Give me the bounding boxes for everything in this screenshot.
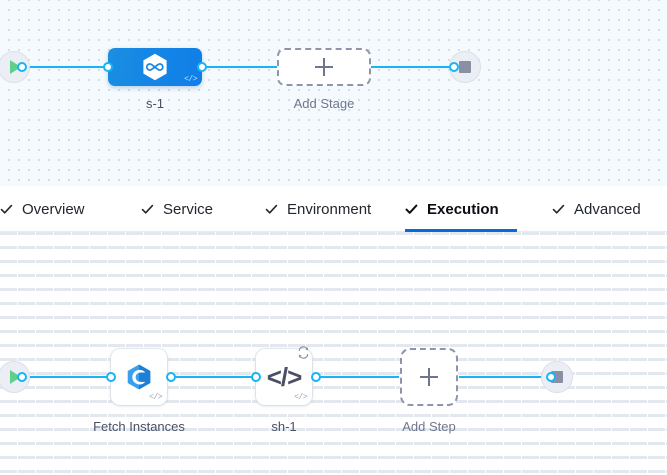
play-icon (10, 370, 21, 384)
tab-underline (405, 229, 517, 232)
tab-environment[interactable]: Environment (265, 186, 371, 232)
tab-environment-label: Environment (287, 200, 372, 218)
port-exec-end-in[interactable] (546, 372, 556, 382)
play-icon (10, 60, 21, 74)
wire-add-step-to-end (459, 376, 551, 378)
plus-icon (315, 58, 333, 76)
check-icon (552, 203, 565, 216)
hexagon-swirl-icon (126, 364, 152, 391)
code-brackets-icon: </> (266, 362, 303, 392)
plus-icon (420, 368, 438, 386)
add-step-button[interactable] (400, 348, 458, 406)
tab-advanced-label: Advanced (574, 200, 641, 218)
port-sh1-out[interactable] (311, 372, 321, 382)
port-fetch-in[interactable] (106, 372, 116, 382)
step-node-label-sh-1: sh-1 (271, 419, 297, 434)
stage-node-s-1[interactable]: </> (108, 48, 202, 86)
tab-execution-label: Execution (427, 200, 499, 218)
stop-square-icon (459, 61, 471, 73)
port-s1-in[interactable] (103, 62, 113, 72)
add-stage-button[interactable] (277, 48, 371, 86)
loop-arrows-icon (296, 345, 311, 360)
add-stage-label: Add Stage (293, 96, 355, 111)
wire-start-to-s1 (22, 66, 114, 68)
wire-sh1-to-add-step (316, 376, 399, 378)
execution-step-canvas[interactable]: </> Fetch Instances </> </> sh-1 (0, 232, 667, 475)
pipeline-stage-canvas[interactable]: </> s-1 Add Stage (0, 0, 667, 186)
add-step-label: Add Step (402, 419, 456, 434)
code-icon: </> (184, 75, 197, 84)
tab-execution[interactable]: Execution (405, 186, 517, 232)
wire-s1-to-add-stage (198, 66, 284, 68)
check-icon (0, 203, 13, 216)
tab-service-label: Service (163, 200, 214, 218)
step-node-fetch-instances[interactable]: </> (111, 349, 167, 405)
hexagon-infinity-icon (142, 53, 168, 81)
step-node-label-fetch-instances: Fetch Instances (93, 419, 185, 434)
wire-fetch-to-sh1 (172, 376, 256, 378)
port-end-in[interactable] (449, 62, 459, 72)
port-s1-out[interactable] (197, 62, 207, 72)
port-sh1-in[interactable] (251, 372, 261, 382)
check-icon (141, 203, 154, 216)
stage-node-label-s-1: s-1 (145, 96, 165, 111)
code-icon: </> (149, 393, 162, 402)
stage-config-tabs: Overview Service Environment Execution (0, 186, 667, 232)
tab-overview-label: Overview (22, 200, 85, 218)
check-icon (265, 203, 278, 216)
tab-advanced[interactable]: Advanced (552, 186, 641, 232)
port-start-out[interactable] (17, 62, 27, 72)
tab-service[interactable]: Service (141, 186, 213, 232)
check-icon (405, 203, 418, 216)
code-icon: </> (294, 393, 307, 402)
tab-overview[interactable]: Overview (0, 186, 85, 232)
step-node-sh-1[interactable]: </> </> (256, 349, 312, 405)
port-exec-start-out[interactable] (17, 372, 27, 382)
wire-start-to-fetch (22, 376, 112, 378)
wire-add-stage-to-end (368, 66, 454, 68)
port-fetch-out[interactable] (166, 372, 176, 382)
